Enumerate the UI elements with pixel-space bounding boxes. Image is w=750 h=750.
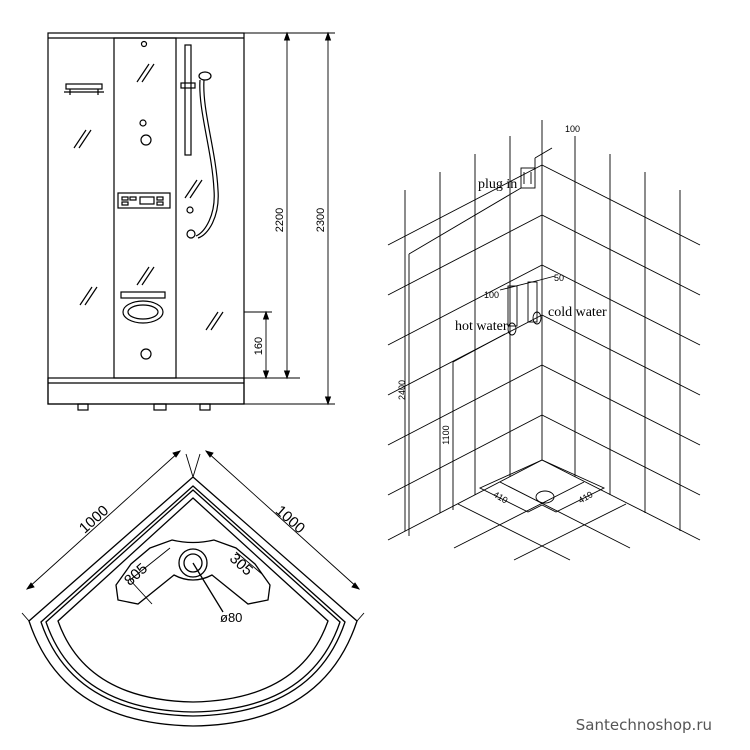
floor-drain: [535, 490, 555, 504]
side-a-label: 1000: [76, 502, 112, 537]
side-b-label: 1000: [272, 502, 308, 537]
height-2200-label: 2200: [274, 208, 286, 232]
height-160-label: 160: [253, 337, 265, 355]
front-view: [47, 32, 245, 411]
tray-inner: [57, 497, 329, 703]
top-dimensions: [21, 450, 365, 622]
control-panel: [117, 192, 171, 209]
plug-in-label: plug in: [478, 177, 517, 192]
nozzle-upper: [140, 134, 152, 146]
foot-right: [199, 403, 211, 411]
foot-left: [77, 403, 89, 411]
floor-410-right-label: 410: [576, 489, 594, 505]
mixer-lower: [186, 229, 196, 239]
tray-outline: [28, 476, 358, 727]
floor-410-left-label: 410: [491, 489, 509, 505]
front-dimensions: [244, 31, 335, 406]
watermark: Santechnoshop.ru: [576, 716, 712, 734]
nozzle-top: [139, 119, 147, 127]
inner-305-label: 305: [226, 550, 256, 579]
cold-pipe: [527, 281, 538, 323]
offset-100-label: 100: [484, 290, 499, 300]
hot-water-label: hot water: [455, 319, 508, 334]
offset-100-top-label: 100: [565, 124, 580, 134]
mixer-upper: [186, 206, 194, 214]
seat: [120, 291, 166, 324]
shower-rail: [180, 44, 196, 156]
inner-805-label: 805: [121, 560, 151, 589]
height-2300-label: 2300: [315, 208, 327, 232]
drain-circle: [178, 548, 208, 578]
inner-base: [115, 539, 271, 605]
socket-icon: [520, 167, 536, 189]
shelf: [64, 83, 104, 95]
top-view: [28, 476, 358, 727]
nozzle-lower: [140, 348, 152, 360]
tray-base: [478, 459, 606, 513]
top-light: [140, 40, 148, 48]
tray: [47, 377, 245, 405]
shower-head: [195, 71, 219, 239]
hot-pipe: [507, 285, 518, 327]
foot-middle: [153, 403, 167, 411]
height-2400-label: 2400: [397, 380, 407, 400]
offset-50-label: 50: [554, 273, 564, 283]
back-panel: [113, 37, 177, 379]
cold-water-label: cold water: [548, 305, 607, 320]
drain-diameter-label: ø80: [220, 610, 242, 625]
height-1100-label: 1100: [441, 425, 451, 444]
iso-view: [387, 120, 701, 561]
